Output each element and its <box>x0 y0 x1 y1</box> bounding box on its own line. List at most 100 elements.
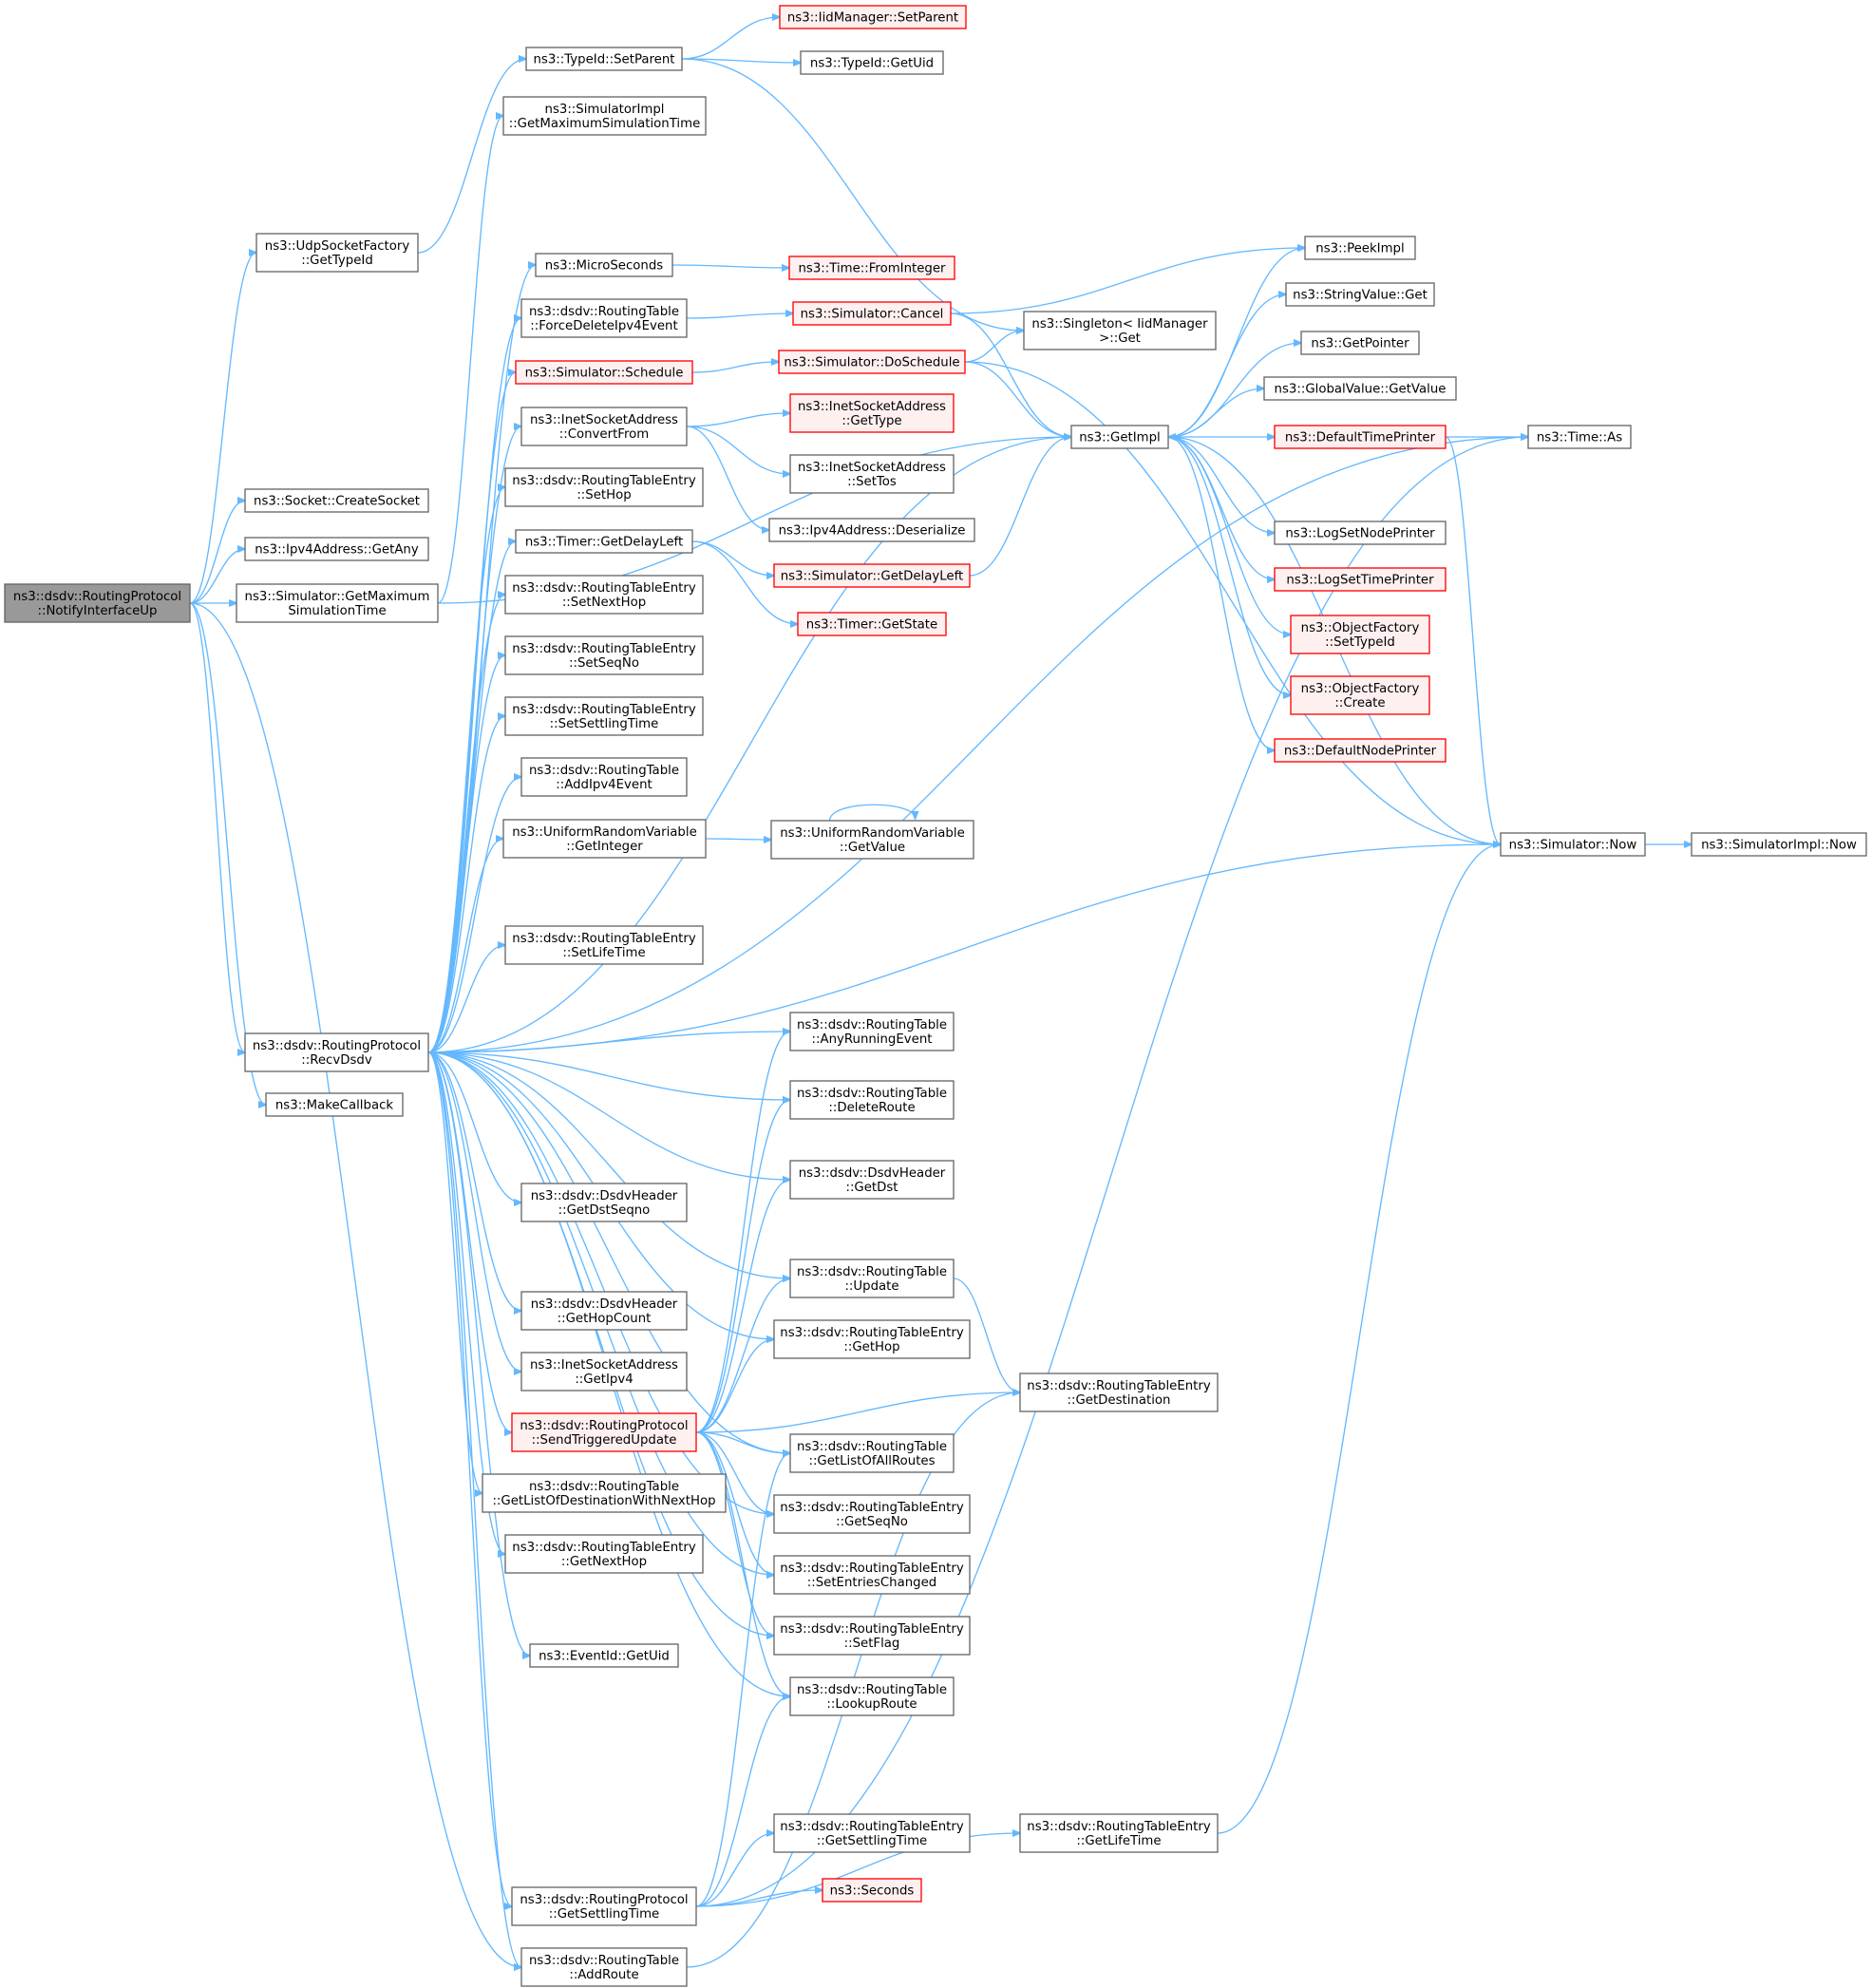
node-iid-set-parent[interactable]: ns3::IidManager::SetParent <box>779 5 967 29</box>
node-entry-get-seq-no[interactable]: ns3::dsdv::RoutingTableEntry::GetSeqNo <box>773 1494 971 1534</box>
node-any-running[interactable]: ns3::dsdv::RoutingTable::AnyRunningEvent <box>789 1012 955 1051</box>
node-lookup-route[interactable]: ns3::dsdv::RoutingTable::LookupRoute <box>789 1676 955 1716</box>
edge-sendTriggered-to-setFlag <box>695 1431 774 1636</box>
edge-recvDsdv-to-timeAs <box>427 437 1528 1053</box>
node-event-get-uid[interactable]: ns3::EventId::GetUid <box>529 1643 679 1668</box>
node-impl-get-max[interactable]: ns3::SimulatorImpl::GetMaximumSimulation… <box>502 96 707 136</box>
node-label: ::GetListOfDestinationWithNextHop <box>492 1494 715 1508</box>
node-set-settling[interactable]: ns3::dsdv::RoutingTableEntry::SetSettlin… <box>504 696 704 736</box>
node-box <box>255 233 419 273</box>
node-send-triggered[interactable]: ns3::dsdv::RoutingProtocol::SendTriggere… <box>511 1412 697 1452</box>
edge-recvDsdv-to-setLifeTime <box>427 945 505 1053</box>
edge-uniGetValue-to-uniGetValue <box>828 804 916 822</box>
node-sim-get-max[interactable]: ns3::Simulator::GetMaximumSimulationTime <box>236 583 439 623</box>
node-label: ns3::ObjectFactory <box>1301 682 1420 696</box>
node-default-time-printer[interactable]: ns3::DefaultTimePrinter <box>1274 425 1447 449</box>
node-udp-get-type-id[interactable]: ns3::UdpSocketFactory::GetTypeId <box>255 233 419 273</box>
node-box <box>504 575 704 615</box>
node-get-dst-seqno[interactable]: ns3::dsdv::DsdvHeader::GetDstSeqno <box>520 1183 688 1222</box>
node-delete-route[interactable]: ns3::dsdv::RoutingTable::DeleteRoute <box>789 1080 955 1120</box>
node-add-ipv4-event[interactable]: ns3::dsdv::RoutingTable::AddIpv4Event <box>520 757 688 797</box>
node-label: ns3::dsdv::RoutingTable <box>529 1480 679 1494</box>
node-make-callback[interactable]: ns3::MakeCallback <box>265 1092 404 1117</box>
node-uni-get-integer[interactable]: ns3::UniformRandomVariable::GetInteger <box>502 819 707 859</box>
node-get-list-dest[interactable]: ns3::dsdv::RoutingTable::GetListOfDestin… <box>482 1473 727 1513</box>
node-table-update[interactable]: ns3::dsdv::RoutingTable::Update <box>789 1259 955 1298</box>
node-create-socket[interactable]: ns3::Socket::CreateSocket <box>244 488 429 513</box>
node-convert-from[interactable]: ns3::InetSocketAddress::ConvertFrom <box>520 407 688 446</box>
node-get-dst[interactable]: ns3::dsdv::DsdvHeader::GetDst <box>789 1160 955 1200</box>
node-label: ns3::dsdv::RoutingTableEntry <box>512 642 696 656</box>
node-set-parent[interactable]: ns3::TypeId::SetParent <box>525 47 683 71</box>
node-sim-get-delay-left[interactable]: ns3::Simulator::GetDelayLeft <box>773 563 971 588</box>
node-label: ::NotifyInterfaceUp <box>38 604 158 618</box>
node-seconds[interactable]: ns3::Seconds <box>822 1878 922 1903</box>
node-set-next-hop[interactable]: ns3::dsdv::RoutingTableEntry::SetNextHop <box>504 575 704 615</box>
node-string-get[interactable]: ns3::StringValue::Get <box>1285 282 1435 307</box>
node-default-node-printer[interactable]: ns3::DefaultNodePrinter <box>1274 738 1447 763</box>
node-get-list-all[interactable]: ns3::dsdv::RoutingTable::GetListOfAllRou… <box>789 1433 955 1473</box>
node-log-set-time[interactable]: ns3::LogSetTimePrinter <box>1274 567 1447 592</box>
node-of-create[interactable]: ns3::ObjectFactory::Create <box>1290 675 1430 715</box>
node-get-hop-count[interactable]: ns3::dsdv::DsdvHeader::GetHopCount <box>520 1291 688 1331</box>
node-get-delay-left[interactable]: ns3::Timer::GetDelayLeft <box>515 529 693 554</box>
node-time-as[interactable]: ns3::Time::As <box>1527 425 1632 449</box>
node-get-impl[interactable]: ns3::GetImpl <box>1070 425 1169 449</box>
node-label: ns3::SimulatorImpl <box>545 103 665 117</box>
node-get-pointer[interactable]: ns3::GetPointer <box>1300 331 1420 355</box>
node-micro-seconds[interactable]: ns3::MicroSeconds <box>535 253 673 277</box>
node-of-set-type-id[interactable]: ns3::ObjectFactory::SetTypeId <box>1290 615 1430 654</box>
node-box <box>520 1947 688 1987</box>
node-box <box>1274 738 1447 763</box>
node-get-hop[interactable]: ns3::dsdv::RoutingTableEntry::GetHop <box>773 1319 971 1359</box>
node-box <box>800 50 944 75</box>
node-sim-cancel[interactable]: ns3::Simulator::Cancel <box>792 301 952 326</box>
node-label: ns3::dsdv::RoutingProtocol <box>520 1419 688 1433</box>
node-peek-impl[interactable]: ns3::PeekImpl <box>1304 236 1416 260</box>
node-label: ns3::dsdv::RoutingTableEntry <box>1027 1820 1211 1834</box>
node-label: ::GetMaximumSimulationTime <box>509 117 701 131</box>
node-get-destination[interactable]: ns3::dsdv::RoutingTableEntry::GetDestina… <box>1019 1373 1219 1412</box>
node-get-next-hop[interactable]: ns3::dsdv::RoutingTableEntry::GetNextHop <box>504 1534 704 1574</box>
node-proto-get-settling[interactable]: ns3::dsdv::RoutingProtocol::GetSettlingT… <box>511 1886 697 1926</box>
edge-sendTriggered-to-getDestination <box>695 1392 1020 1433</box>
node-type-get-uid[interactable]: ns3::TypeId::GetUid <box>800 50 944 75</box>
node-sim-now[interactable]: ns3::Simulator::Now <box>1500 832 1646 857</box>
node-label: ns3::Singleton< IidManager <box>1031 317 1208 331</box>
node-entry-get-settling[interactable]: ns3::dsdv::RoutingTableEntry::GetSettlin… <box>773 1813 971 1853</box>
node-set-flag[interactable]: ns3::dsdv::RoutingTableEntry::SetFlag <box>773 1616 971 1656</box>
node-set-entries-changed[interactable]: ns3::dsdv::RoutingTableEntry::SetEntries… <box>773 1555 971 1595</box>
node-add-route[interactable]: ns3::dsdv::RoutingTable::AddRoute <box>520 1947 688 1987</box>
node-inet-get-type[interactable]: ns3::InetSocketAddress::GetType <box>789 393 955 433</box>
node-set-life-time[interactable]: ns3::dsdv::RoutingTableEntry::SetLifeTim… <box>504 925 704 965</box>
node-box <box>789 1160 955 1200</box>
node-recv-dsdv[interactable]: ns3::dsdv::RoutingProtocol::RecvDsdv <box>244 1032 429 1072</box>
node-box <box>789 1080 955 1120</box>
node-get-ipv4[interactable]: ns3::InetSocketAddress::GetIpv4 <box>520 1352 688 1392</box>
node-label: ns3::GetPointer <box>1311 337 1409 351</box>
node-label: ns3::dsdv::RoutingTableEntry <box>780 1820 964 1834</box>
edge-recvDsdv-to-protoGetSettling <box>427 1051 512 1906</box>
node-impl-now[interactable]: ns3::SimulatorImpl::Now <box>1691 832 1867 857</box>
node-from-integer[interactable]: ns3::Time::FromInteger <box>788 256 955 280</box>
node-do-schedule[interactable]: ns3::Simulator::DoSchedule <box>778 350 966 374</box>
node-box <box>244 537 429 561</box>
node-log-set-node[interactable]: ns3::LogSetNodePrinter <box>1274 521 1447 545</box>
node-box <box>773 1813 971 1853</box>
node-set-tos[interactable]: ns3::InetSocketAddress::SetTos <box>789 454 955 494</box>
node-global-get-value[interactable]: ns3::GlobalValue::GetValue <box>1263 376 1457 401</box>
node-label: ns3::MakeCallback <box>275 1099 394 1113</box>
node-timer-get-state[interactable]: ns3::Timer::GetState <box>797 612 947 636</box>
node-box <box>529 1643 679 1668</box>
node-schedule[interactable]: ns3::Simulator::Schedule <box>515 360 693 385</box>
node-force-delete[interactable]: ns3::dsdv::RoutingTable::ForceDeleteIpv4… <box>520 298 688 338</box>
node-set-seq-no[interactable]: ns3::dsdv::RoutingTableEntry::SetSeqNo <box>504 635 704 675</box>
node-deserialize[interactable]: ns3::Ipv4Address::Deserialize <box>768 518 975 542</box>
node-singleton-get[interactable]: ns3::Singleton< IidManager>::Get <box>1023 311 1217 350</box>
node-set-hop[interactable]: ns3::dsdv::RoutingTableEntry::SetHop <box>504 467 704 507</box>
node-uni-get-value[interactable]: ns3::UniformRandomVariable::GetValue <box>770 820 974 860</box>
node-get-life-time[interactable]: ns3::dsdv::RoutingTableEntry::GetLifeTim… <box>1019 1813 1219 1853</box>
edge-sendTriggered-to-setEntriesChanged <box>695 1431 774 1575</box>
node-get-any[interactable]: ns3::Ipv4Address::GetAny <box>244 537 429 561</box>
node-root[interactable]: ns3::dsdv::RoutingProtocol::NotifyInterf… <box>4 583 191 623</box>
